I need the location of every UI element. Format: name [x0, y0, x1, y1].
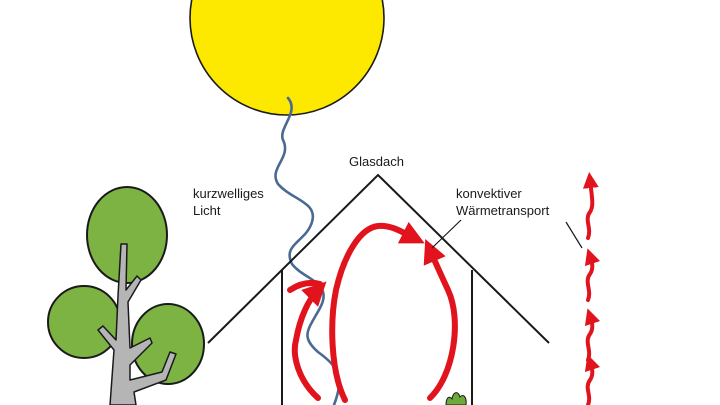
tree-foliage-top	[86, 186, 168, 284]
convection-arrow-inner	[329, 221, 425, 403]
tree-trunk	[97, 243, 177, 405]
convection-callout-line	[431, 219, 462, 249]
tree-icon	[47, 186, 205, 405]
glass-roof	[207, 173, 550, 344]
convection-arrow-left	[291, 281, 327, 401]
shortwave-light-wave	[274, 96, 341, 405]
convection-arrow-large	[423, 238, 458, 401]
sun-icon	[189, 0, 385, 116]
shortwave-light-label-line2: Licht	[193, 203, 221, 218]
plant-icon	[445, 392, 467, 405]
tree-foliage-left	[47, 285, 121, 359]
outside-callout-line	[565, 221, 583, 249]
convection-arrows	[287, 221, 458, 403]
convective-heat-label: konvektiver Wärmetransport	[456, 185, 549, 219]
convective-heat-label-line2: Wärmetransport	[456, 203, 550, 218]
convective-heat-label-line1: konvektiver	[456, 186, 522, 201]
shortwave-light-label: kurzwelliges Licht	[193, 185, 264, 219]
shortwave-light-label-line1: kurzwelliges	[193, 186, 264, 201]
convection-arrow-top-left	[287, 279, 323, 293]
tree-foliage-right	[131, 303, 205, 385]
greenhouse-icon	[207, 173, 550, 405]
outside-heat-arrows	[582, 172, 601, 405]
glass-roof-label: Glasdach	[349, 154, 404, 169]
